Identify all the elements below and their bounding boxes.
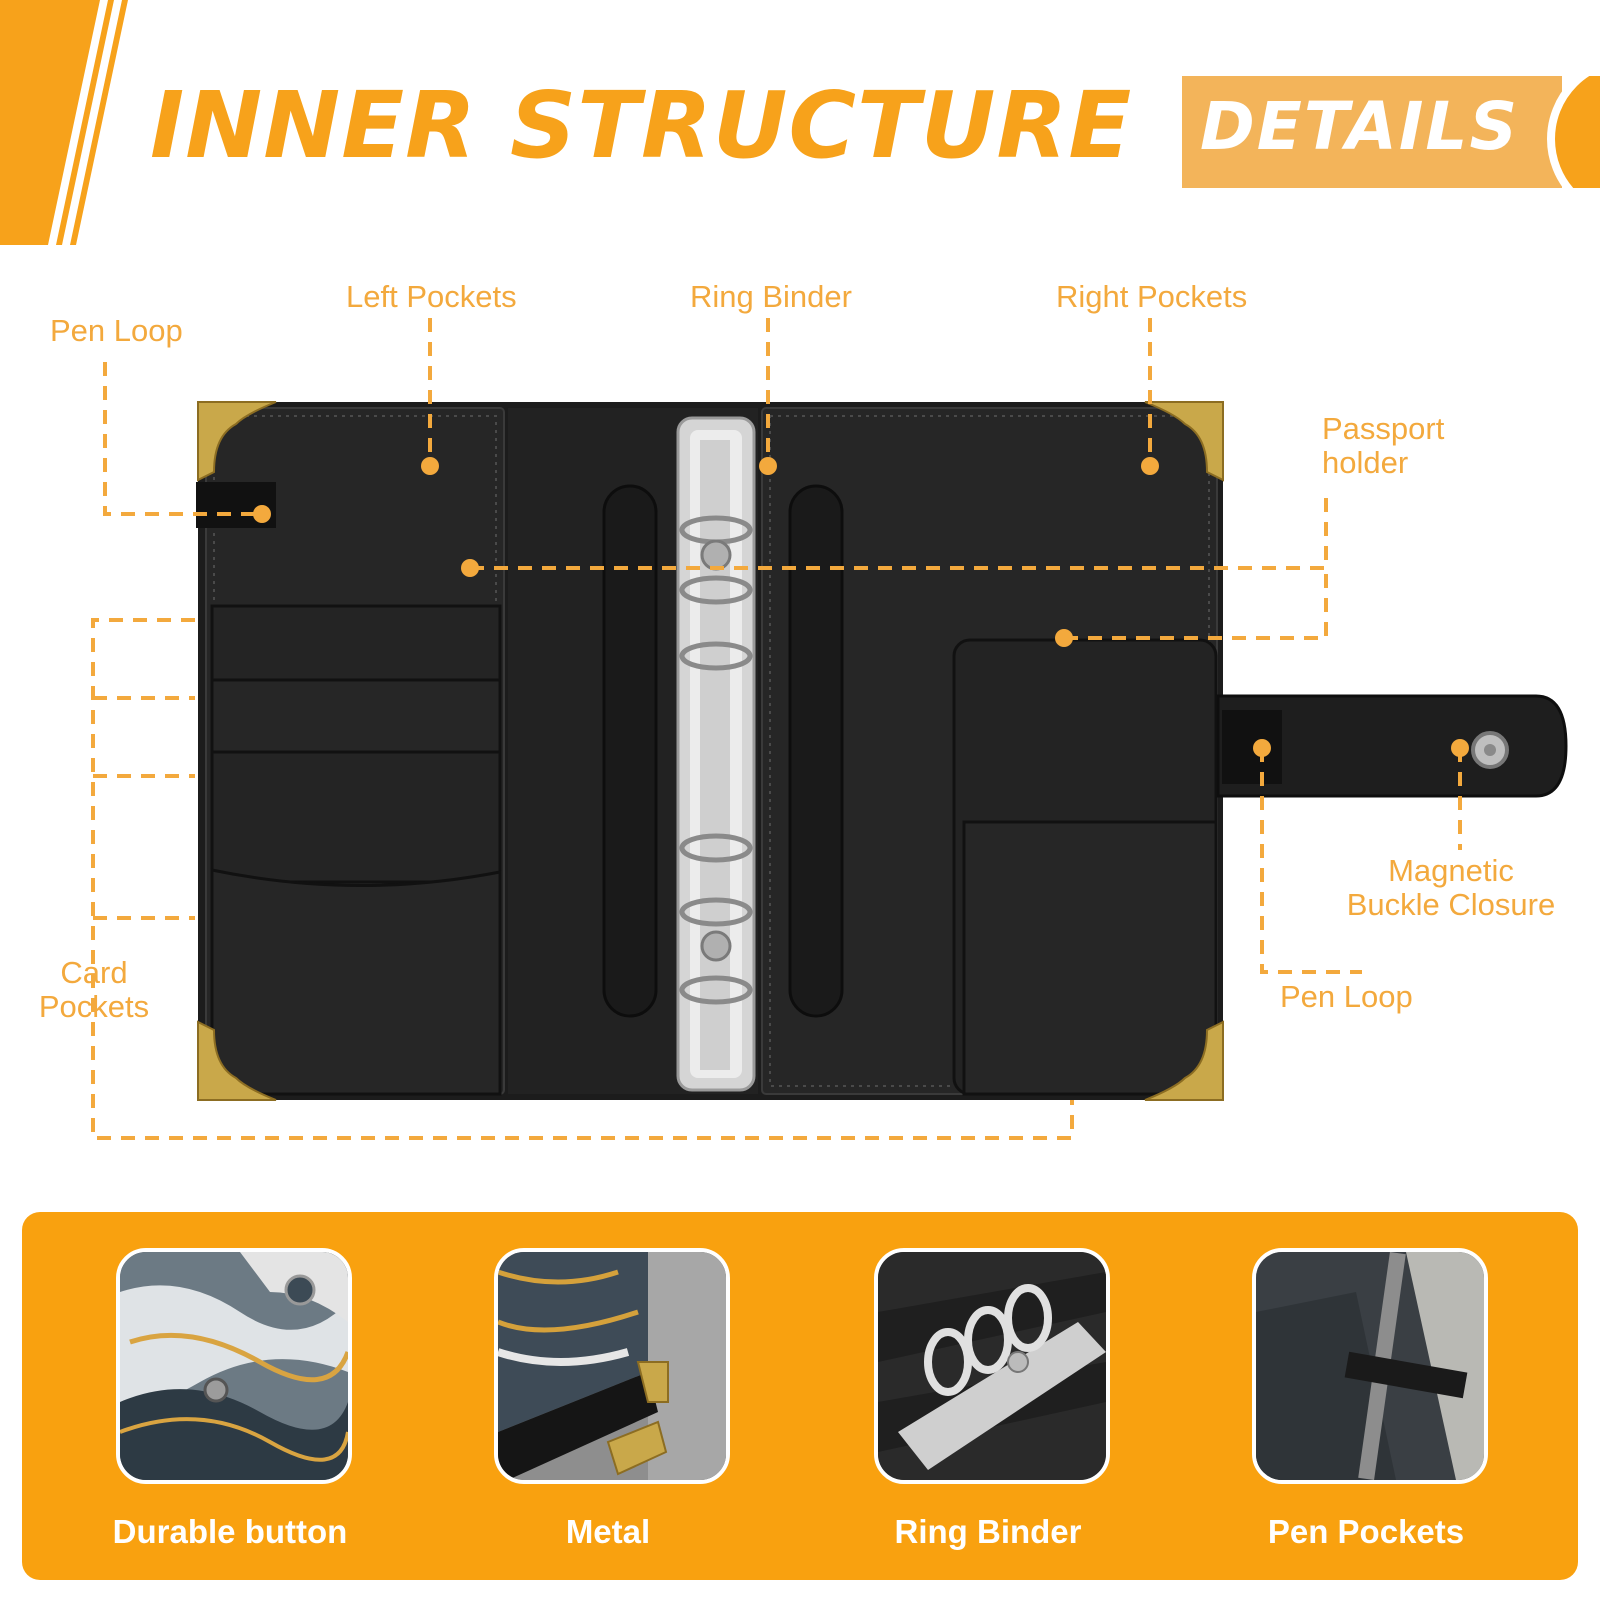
callout-card-line1: Card — [60, 955, 128, 990]
magnetic-strap — [1216, 694, 1568, 798]
callout-leader-lines — [91, 318, 1462, 1140]
callout-passport-holder: Passport holder — [1322, 412, 1444, 480]
callout-magnetic-line2: Buckle Closure — [1346, 887, 1556, 922]
pen-slot-right — [788, 484, 844, 1018]
pen-loop-photo — [1256, 1252, 1484, 1480]
feature-label-pen-pockets: Pen Pockets — [1267, 1513, 1465, 1550]
feature-photo-durable-button — [116, 1248, 352, 1484]
callout-dots — [253, 457, 1469, 757]
callout-card-pockets: Card Pockets — [34, 956, 154, 1024]
pen-slot-left — [602, 484, 658, 1018]
page-title: INNER STRUCTURE — [150, 72, 1133, 179]
header-stripe-decoration — [0, 0, 128, 245]
marble-cover-button-photo — [120, 1252, 348, 1480]
passport-pocket — [952, 638, 1218, 1096]
callout-passport-line2: holder — [1322, 445, 1409, 480]
callout-right-pockets: Right Pockets — [1056, 279, 1248, 314]
ring-binder-photo — [878, 1252, 1106, 1480]
feature-label-durable-button: Durable button — [112, 1513, 348, 1550]
brass-corners — [197, 401, 1224, 1101]
callout-pen-loop-right: Pen Loop — [1280, 979, 1413, 1014]
card-pockets — [210, 604, 502, 1096]
metal-corner-photo — [498, 1252, 726, 1480]
feature-photo-metal — [494, 1248, 730, 1484]
callout-card-line2: Pockets — [38, 989, 150, 1024]
feature-photo-ring-binder — [874, 1248, 1110, 1484]
callout-pen-loop-left: Pen Loop — [50, 313, 183, 348]
feature-band: Durable button Metal Ring Bind — [22, 1212, 1578, 1580]
callout-magnetic-buckle: Magnetic Buckle Closure — [1334, 854, 1568, 922]
feature-label-metal: Metal — [565, 1513, 651, 1550]
details-badge: DETAILS — [1182, 76, 1600, 188]
details-badge-box — [1182, 76, 1562, 188]
callout-passport-line1: Passport — [1322, 411, 1445, 446]
callout-ring-binder: Ring Binder — [690, 279, 852, 314]
feature-label-ring-binder: Ring Binder — [894, 1513, 1082, 1550]
feature-photo-pen-pockets — [1252, 1248, 1488, 1484]
callout-left-pockets: Left Pockets — [346, 279, 517, 314]
details-badge-label: DETAILS — [1200, 88, 1519, 165]
ring-binder-mechanism — [676, 416, 756, 1092]
binder-diagram — [91, 318, 1568, 1140]
callout-magnetic-line1: Magnetic — [1388, 853, 1514, 888]
